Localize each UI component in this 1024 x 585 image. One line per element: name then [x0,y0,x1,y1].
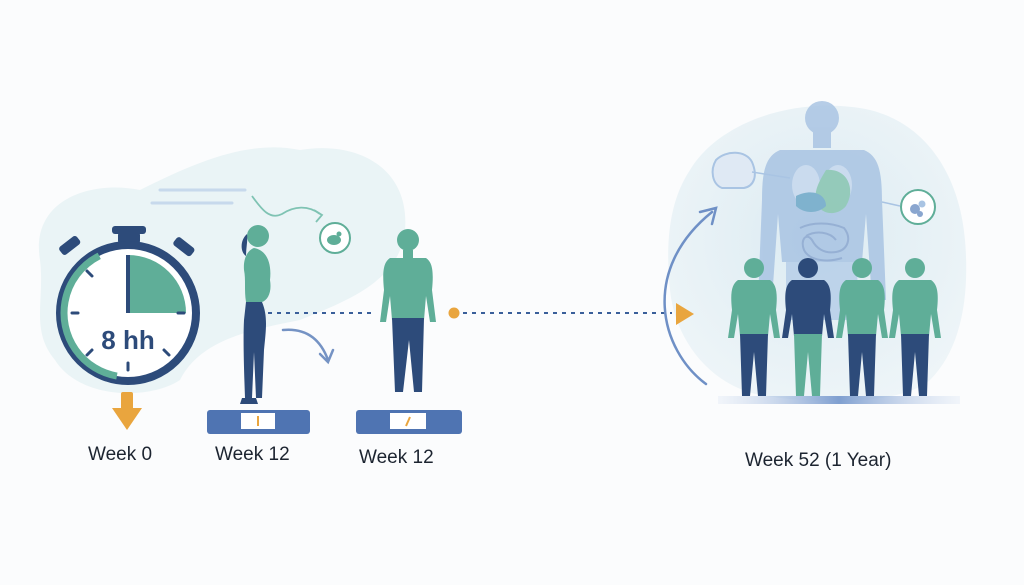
stomach-bubble-icon [711,151,791,189]
ground-line [718,396,960,404]
speed-lines [150,188,247,205]
nutrient-bubble-icon [319,222,351,254]
person-3 [836,258,888,396]
label-week-52: Week 52 (1 Year) [745,450,892,471]
person-4 [889,258,941,396]
curved-arrow-small [281,328,335,365]
label-week-12-second: Week 12 [359,447,434,468]
scale-right [356,410,462,434]
stopwatch-icon: 8 hh [56,226,200,385]
scale-left [207,410,310,434]
timer-text: 8 hh [101,325,154,355]
timeline-connector [268,303,694,325]
curved-arrow-large [663,206,718,386]
microbe-bubble-icon [881,189,936,225]
label-week-12-first: Week 12 [215,444,290,465]
person-1 [728,258,780,396]
woman-figure [240,225,271,404]
label-week-0: Week 0 [88,444,153,465]
man-figure [380,229,436,392]
squiggle-arrow [251,195,324,223]
person-2 [782,258,834,396]
down-arrow-icon [112,392,142,430]
people-group [718,258,960,404]
